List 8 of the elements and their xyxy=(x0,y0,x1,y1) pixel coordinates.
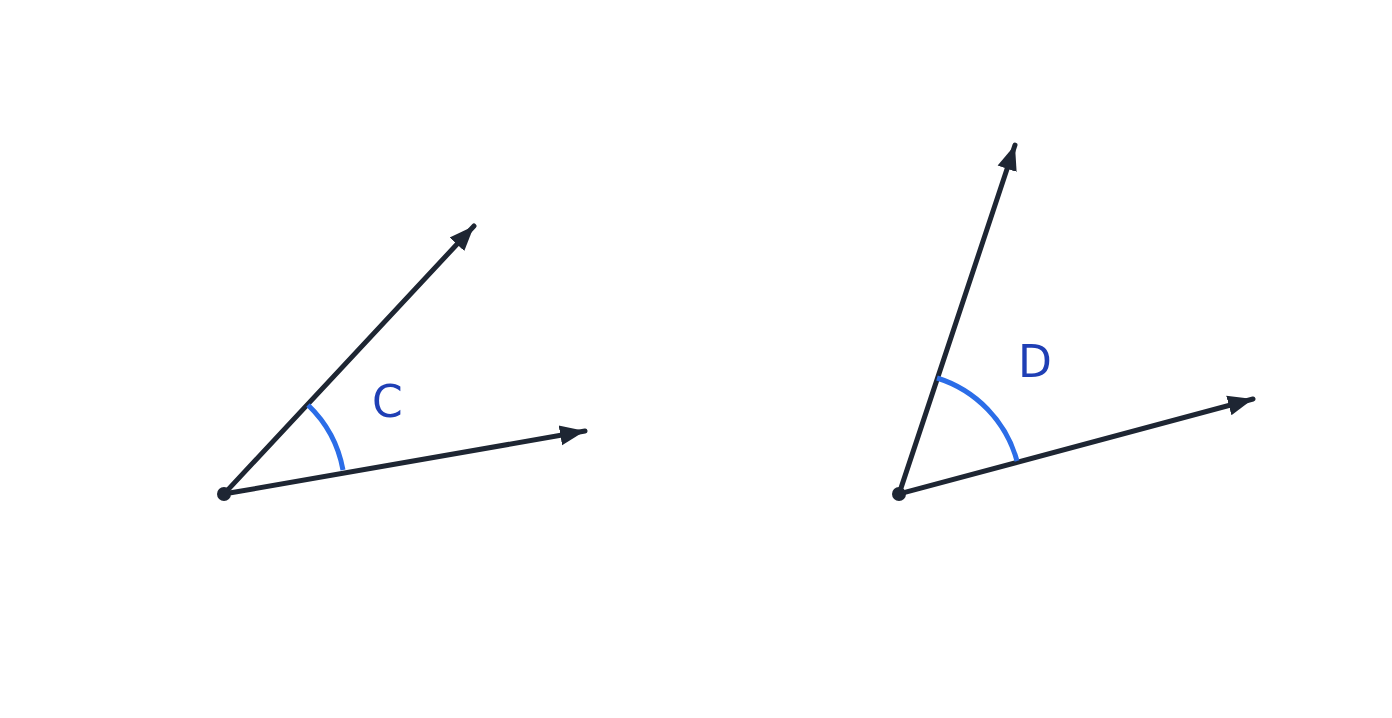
ray-arrow xyxy=(226,223,477,492)
angle-label: D xyxy=(1018,340,1052,384)
ray-arrow xyxy=(903,395,1256,495)
vertex-point xyxy=(217,487,231,501)
vertex-point xyxy=(892,487,906,501)
ray-arrow xyxy=(898,142,1018,490)
ray-arrow xyxy=(228,425,588,496)
angle-label: C xyxy=(372,380,403,424)
